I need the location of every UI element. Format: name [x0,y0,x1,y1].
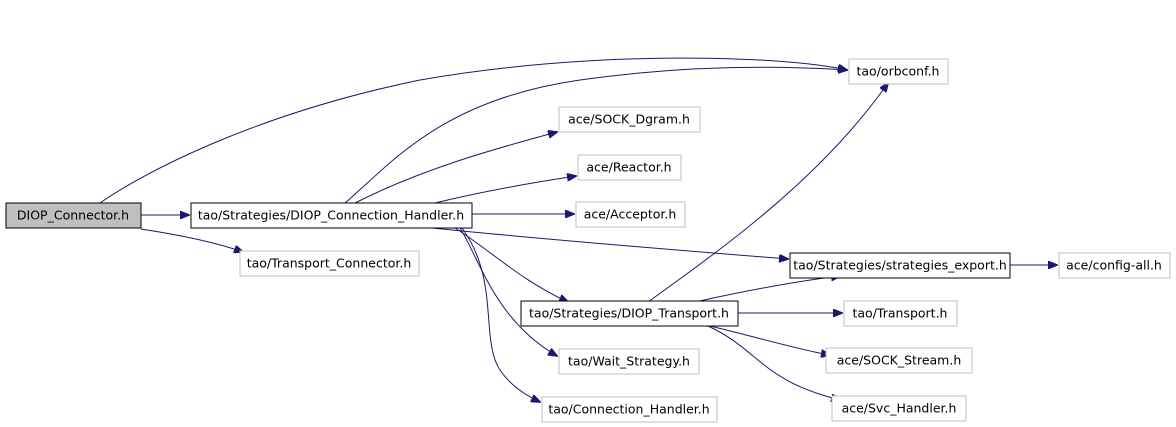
node-acceptor[interactable]: ace/Acceptor.h [575,201,686,228]
node-box [190,202,473,229]
node-box [843,300,958,327]
node-label: ace/config-all.h [1066,258,1162,273]
node-label: tao/Wait_Strategy.h [568,354,690,369]
edge-diop-transport-to-orbconf [647,83,888,303]
edge-connection-handler-to-strategies-export [431,227,788,259]
node-label: ace/SOCK_Stream.h [837,353,962,368]
edge-connection-handler-to-orbconf [344,67,847,204]
node-reactor[interactable]: ace/Reactor.h [577,154,682,181]
node-diop-transport[interactable]: tao/Strategies/DIOP_Transport.h [520,300,739,327]
node-wait-strategy[interactable]: tao/Wait_Strategy.h [558,348,700,375]
node-transport[interactable]: tao/Transport.h [843,300,958,327]
node-sock-stream[interactable]: ace/SOCK_Stream.h [825,347,973,374]
node-svc-handler[interactable]: ace/Svc_Handler.h [831,395,967,422]
node-label: DIOP_Connector.h [17,208,129,223]
node-sock-dgram[interactable]: ace/SOCK_Dgram.h [558,106,701,133]
node-box [825,347,973,374]
node-box [1058,252,1171,279]
node-box [789,252,1011,279]
node-label: tao/Connection_Handler.h [548,402,709,417]
node-label: ace/Svc_Handler.h [842,401,957,416]
node-label: tao/Transport.h [853,306,948,321]
edge-connection-handler-to-reactor [434,176,576,204]
node-config-all[interactable]: ace/config-all.h [1058,252,1171,279]
node-transport-connector[interactable]: tao/Transport_Connector.h [239,250,420,277]
node-strategies-export[interactable]: tao/Strategies/strategies_export.h [789,252,1011,279]
edge-diop-connector-to-transport-connector [140,228,243,252]
edge-connection-handler-to-diop-transport [454,227,568,302]
node-label: ace/Reactor.h [586,160,671,175]
node-label: ace/SOCK_Dgram.h [568,112,690,127]
edge-diop-transport-to-sock-stream [709,325,830,355]
node-orbconf[interactable]: tao/orbconf.h [848,58,949,85]
edge-diop-transport-to-svc-handler [707,325,840,400]
node-connection-handler[interactable]: tao/Strategies/DIOP_Connection_Handler.h [190,202,473,229]
node-box [541,396,718,423]
node-box [520,300,739,327]
node-box [577,154,682,181]
node-box [848,58,949,85]
edge-connection-handler-to-conn-handler [461,227,540,402]
edge-diop-connector-to-orbconf [99,57,847,204]
node-label: tao/Strategies/DIOP_Connection_Handler.h [198,208,464,223]
edge-connection-handler-to-wait-strategy [459,227,557,356]
node-box [558,106,701,133]
node-box [239,250,420,277]
node-label: tao/Transport_Connector.h [247,256,412,271]
edge-diop-transport-to-strategies-export [694,276,840,303]
node-diop-connector[interactable]: DIOP_Connector.h [5,202,142,229]
node-box [558,348,700,375]
node-box [575,201,686,228]
node-box [831,395,967,422]
node-label: tao/Strategies/strategies_export.h [793,258,1007,273]
node-box [5,202,142,229]
edge-connection-handler-to-sock-dgram [354,132,557,204]
node-label: tao/Strategies/DIOP_Transport.h [529,306,729,321]
node-label: tao/orbconf.h [857,64,940,79]
node-label: ace/Acceptor.h [584,207,677,222]
node-conn-handler[interactable]: tao/Connection_Handler.h [541,396,718,423]
